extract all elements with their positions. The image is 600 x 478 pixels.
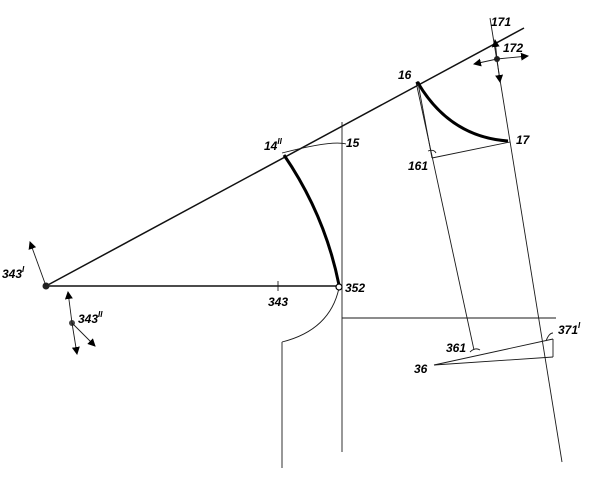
label-14-II: 14II [264, 137, 283, 153]
slanted-line-16-361 [415, 81, 475, 351]
point-352 [335, 283, 343, 291]
label-172: 172 [503, 41, 523, 55]
arrow-172-right [496, 52, 529, 61]
label-343: 343 [268, 295, 288, 309]
angle-mark-371 [545, 332, 554, 342]
label-17: 17 [516, 133, 531, 147]
right-angle-161 [427, 149, 437, 154]
point-16 [416, 81, 420, 85]
arc-352-lower [281, 287, 340, 343]
label-361: 361 [446, 341, 466, 355]
arrow-172-up [491, 39, 500, 60]
arc-14-352-bold [282, 154, 341, 286]
arrow-343-II-down [71, 322, 80, 355]
label-371-I: 371I [558, 321, 581, 337]
arrow-343-I-up [28, 241, 47, 287]
arrow-343-II-right [71, 322, 96, 347]
label-15: 15 [346, 136, 360, 150]
arc-14-15 [281, 142, 347, 154]
line-36-371 [433, 338, 554, 366]
arrow-172-left [473, 58, 498, 67]
arrow-172-down [495, 58, 504, 83]
label-352: 352 [345, 281, 365, 295]
arrow-343-II-up [64, 291, 73, 324]
label-161: 161 [408, 159, 428, 173]
label-171: 171 [491, 15, 511, 29]
line-36-lower [433, 356, 554, 366]
label-343-I: 343I [2, 265, 25, 281]
line-161-17 [431, 141, 511, 159]
angle-mark-361 [469, 348, 481, 353]
label-343-II: 343II [78, 310, 103, 326]
label-36: 36 [414, 362, 428, 376]
slanted-line-171 [489, 17, 563, 463]
label-16: 16 [398, 68, 412, 82]
arc-16-17-bold [416, 82, 509, 143]
line-16-161 [417, 82, 433, 159]
